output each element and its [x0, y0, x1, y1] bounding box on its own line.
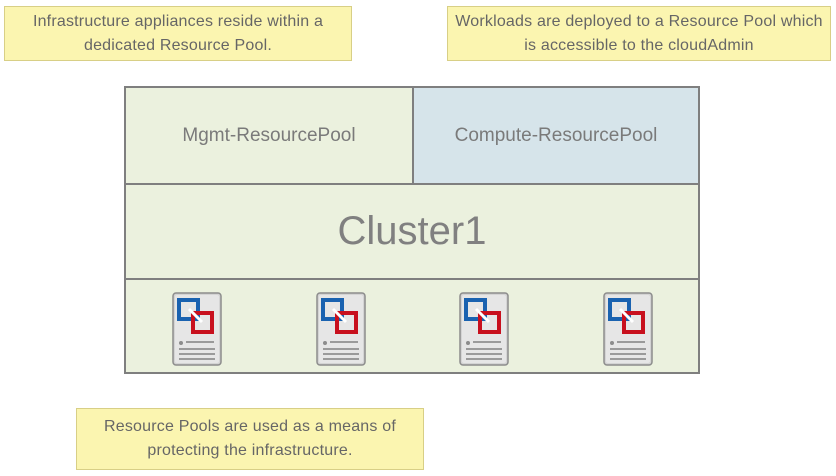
note-text: Infrastructure appliances reside within …	[32, 12, 324, 54]
note-text: Workloads are deployed to a Resource Poo…	[455, 12, 823, 54]
cluster-box: Mgmt-ResourcePool Compute-ResourcePool C…	[124, 86, 700, 374]
note-workloads-pool: Workloads are deployed to a Resource Poo…	[447, 6, 831, 61]
mgmt-resource-pool-label: Mgmt-ResourcePool	[182, 124, 356, 146]
host-server-icon	[459, 292, 509, 366]
cluster-name-band: Cluster1	[126, 183, 698, 280]
compute-resource-pool: Compute-ResourcePool	[414, 88, 698, 183]
note-infrastructure-pool: Infrastructure appliances reside within …	[4, 6, 352, 61]
mgmt-resource-pool: Mgmt-ResourcePool	[126, 88, 414, 183]
host-row	[126, 280, 698, 372]
host-server-icon	[316, 292, 366, 366]
note-text: Resource Pools are used as a means of pr…	[103, 418, 396, 459]
cluster-name: Cluster1	[337, 209, 487, 253]
compute-resource-pool-label: Compute-ResourcePool	[454, 124, 658, 146]
host-server-icon	[603, 292, 653, 366]
host-server-icon	[172, 292, 222, 366]
note-resource-pools: Resource Pools are used as a means of pr…	[76, 408, 424, 470]
